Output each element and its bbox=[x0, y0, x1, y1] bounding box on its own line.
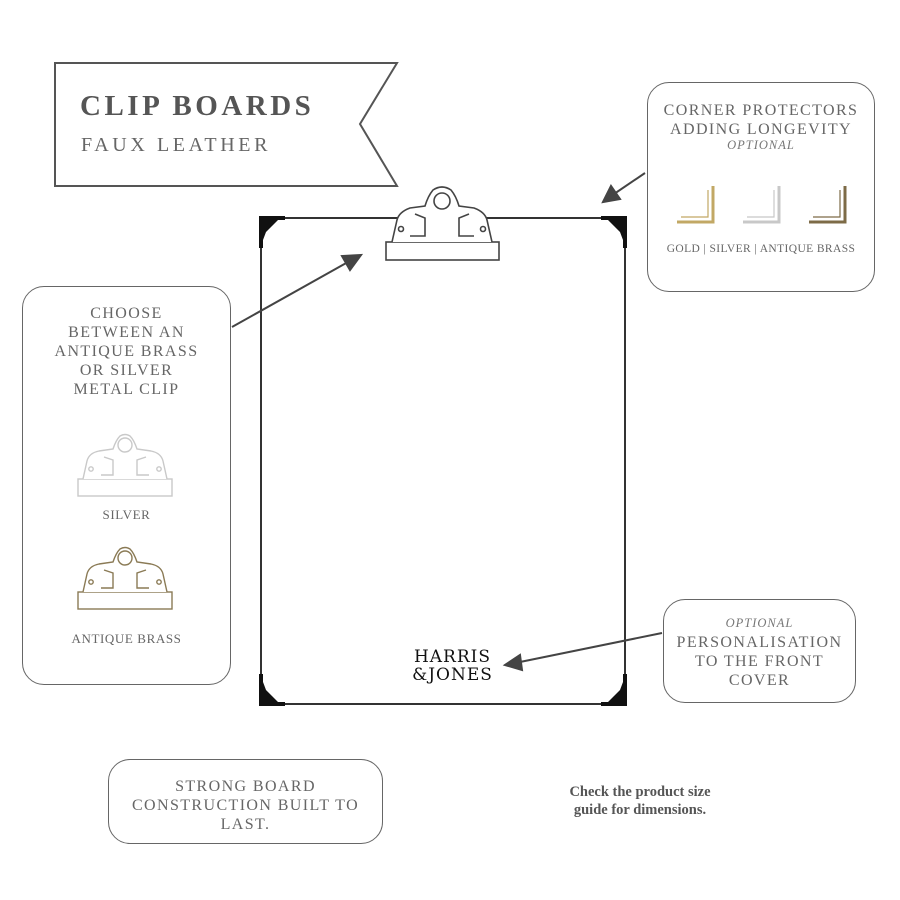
personalisation-text: PERSONALISATION TO THE FRONT COVER bbox=[663, 633, 856, 690]
corner-protector-top-right bbox=[601, 216, 627, 248]
board-construction-callout bbox=[108, 759, 383, 844]
corner-protector-top-left bbox=[259, 216, 285, 248]
personalisation-callout bbox=[663, 599, 856, 703]
size-guide-note: Check the product size guide for dimensi… bbox=[540, 783, 740, 819]
corner-protectors-callout bbox=[647, 82, 875, 292]
clip-text-line: ANTIQUE BRASS bbox=[54, 343, 199, 360]
corner-title-line: ADDING LONGEVITY bbox=[670, 121, 852, 138]
clip-text-line: OR SILVER bbox=[79, 362, 174, 379]
clip-text-line: BETWEEN AN bbox=[68, 324, 185, 341]
clip-text-line: METAL CLIP bbox=[73, 381, 180, 398]
page-subtitle: FAUX LEATHER bbox=[81, 134, 272, 156]
antique-brass-clip-icon bbox=[77, 546, 173, 610]
antique-brass-option-label: ANTIQUE BRASS bbox=[71, 631, 182, 646]
personalisation-line: PERSONALISATION bbox=[676, 634, 843, 651]
arrow-to-clip bbox=[231, 253, 364, 328]
antique-brass-corner-icon bbox=[809, 186, 847, 224]
board-clip bbox=[385, 186, 500, 261]
silver-corner-icon bbox=[743, 186, 781, 224]
size-note-line: guide for dimensions. bbox=[573, 802, 707, 818]
clipboard-board bbox=[260, 217, 626, 705]
gold-corner-icon bbox=[677, 186, 715, 224]
corner-optional-label: OPTIONAL bbox=[727, 138, 795, 152]
title-ribbon bbox=[54, 62, 399, 187]
corner-protectors-title: CORNER PROTECTORS ADDING LONGEVITY bbox=[647, 101, 875, 139]
silver-clip-icon bbox=[77, 433, 173, 497]
brand-line-1: HARRIS bbox=[413, 647, 492, 667]
personalisation-line: COVER bbox=[728, 672, 791, 689]
clip-options-text: CHOOSE BETWEEN AN ANTIQUE BRASS OR SILVE… bbox=[22, 304, 231, 399]
silver-option-label: SILVER bbox=[102, 507, 151, 522]
brand-line-2: &JONES bbox=[412, 665, 493, 685]
personalisation-optional-label: OPTIONAL bbox=[725, 616, 794, 630]
corner-protector-bottom-left bbox=[259, 674, 285, 706]
corner-title-line: CORNER PROTECTORS bbox=[663, 102, 859, 119]
board-construction-text: STRONG BOARD CONSTRUCTION BUILT TO LAST. bbox=[131, 778, 360, 833]
corner-protector-bottom-right bbox=[601, 674, 627, 706]
size-note-line: Check the product size bbox=[569, 784, 711, 800]
arrow-to-corner bbox=[601, 172, 646, 204]
brand-logo: HARRIS &JONES bbox=[400, 648, 505, 684]
clip-text-line: CHOOSE bbox=[90, 305, 163, 322]
arrow-to-personalisation bbox=[502, 632, 663, 672]
personalisation-line: TO THE FRONT bbox=[694, 653, 825, 670]
page-title: CLIP BOARDS bbox=[80, 90, 315, 122]
corner-protector-swatches bbox=[677, 186, 847, 224]
corner-finishes-label: GOLD | SILVER | ANTIQUE BRASS bbox=[666, 243, 856, 255]
